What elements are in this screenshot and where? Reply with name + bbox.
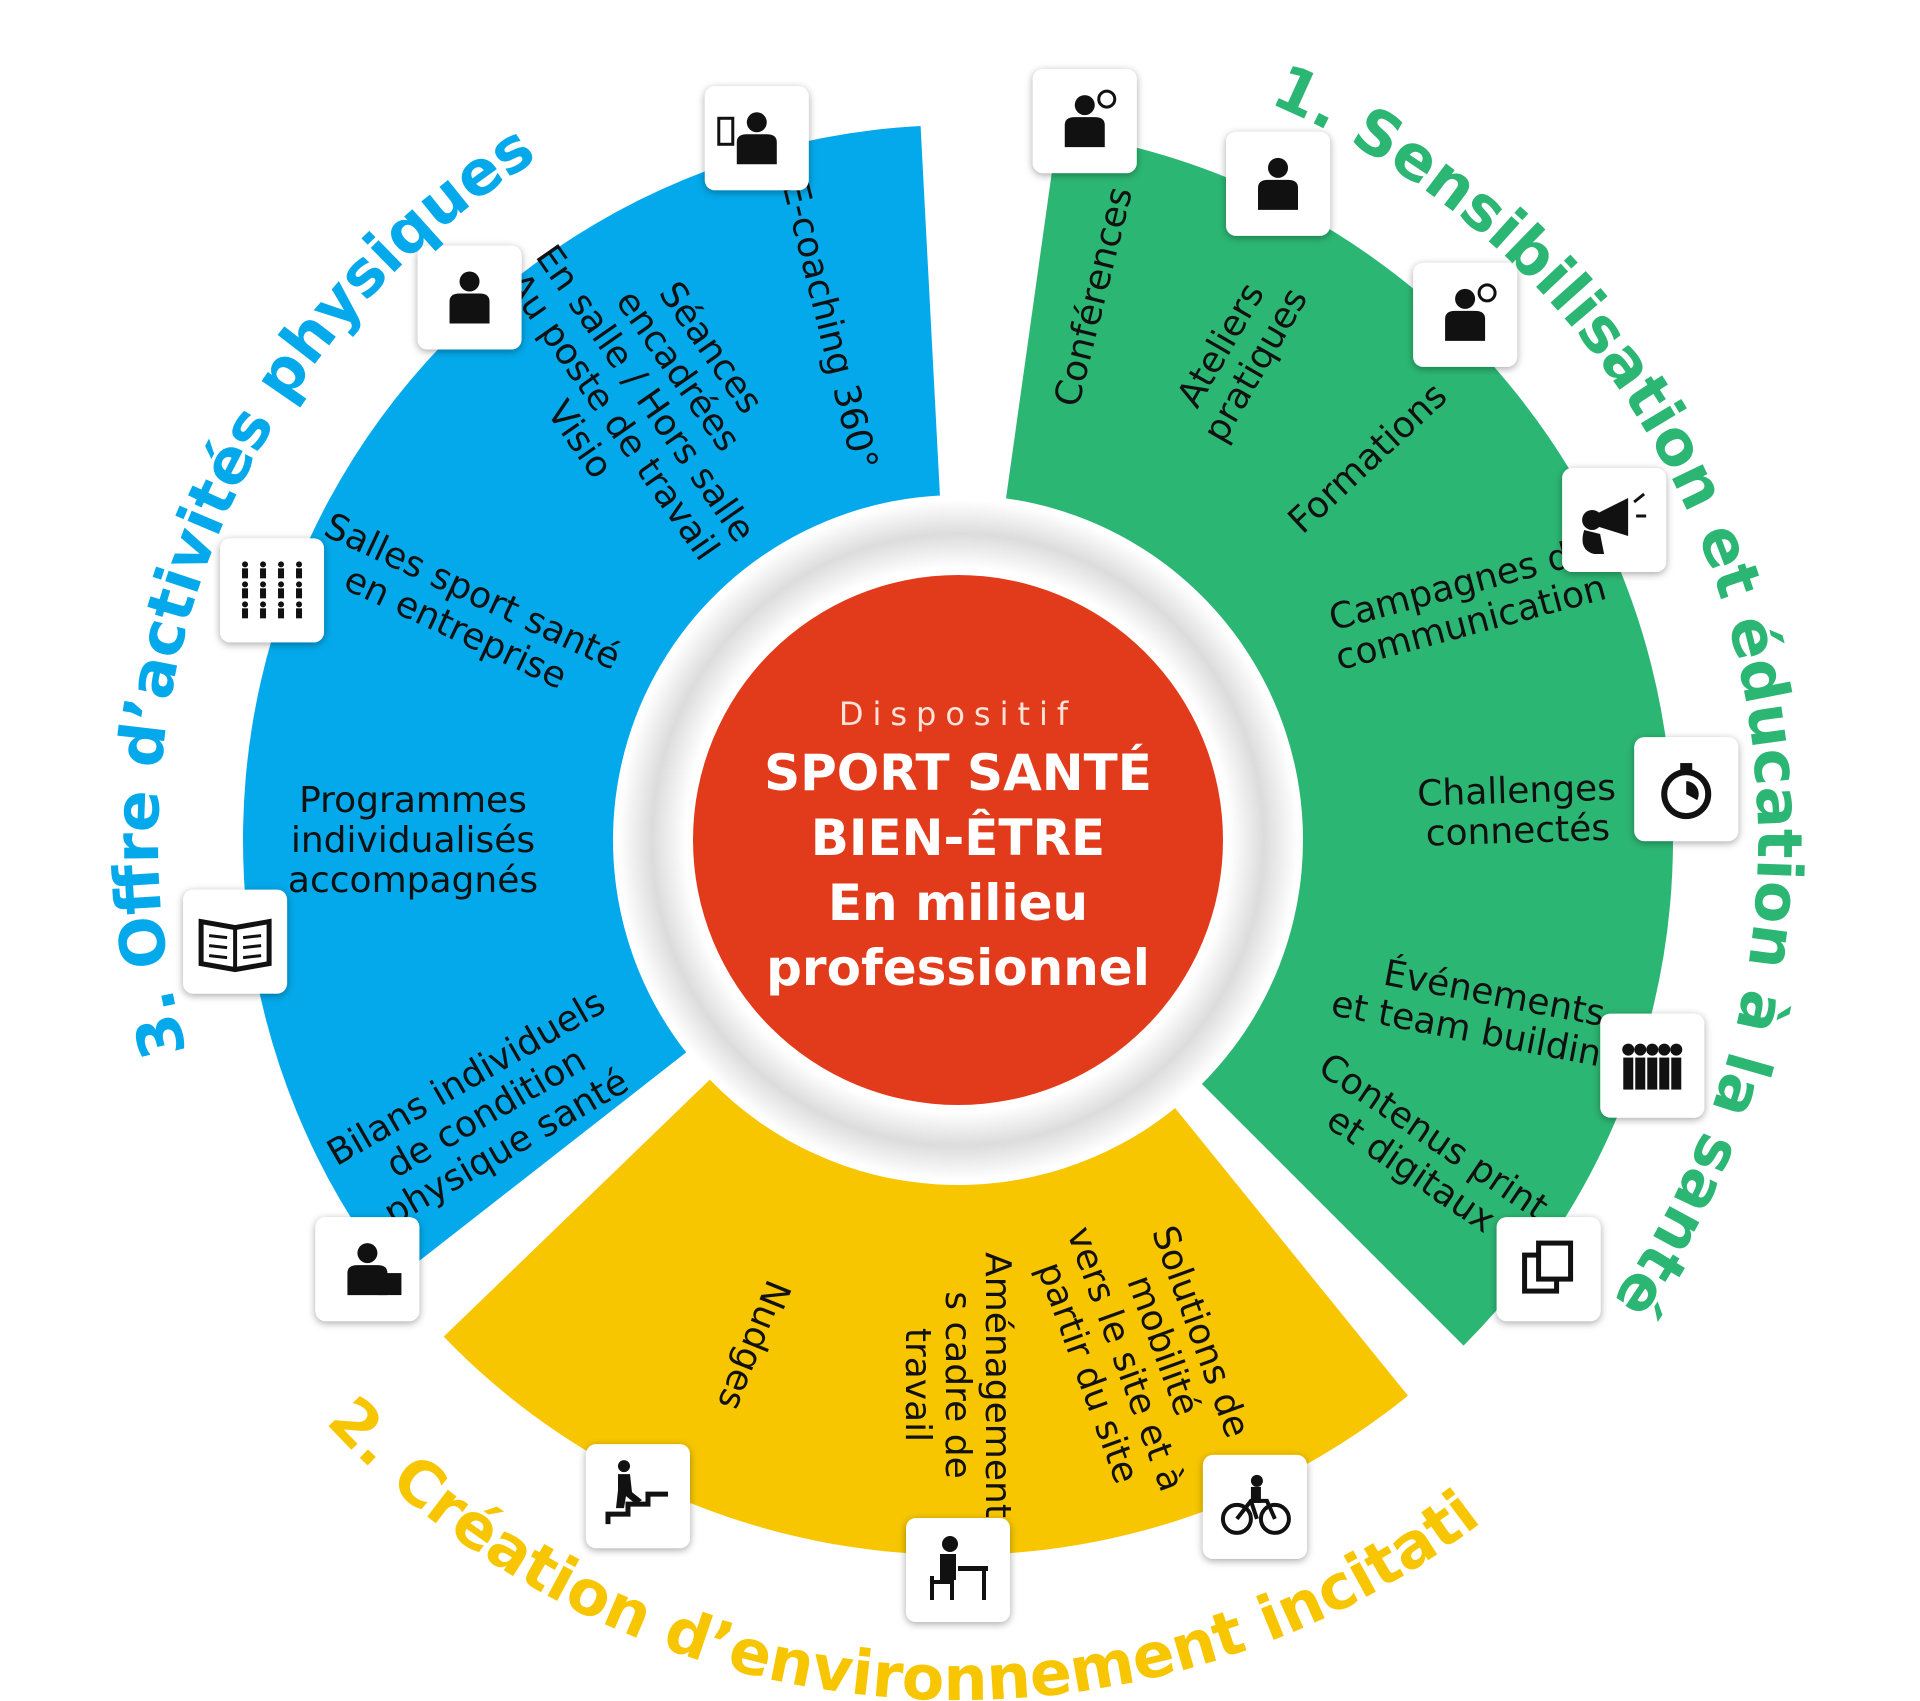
fitness-assessment-icon <box>315 1217 420 1322</box>
center-subtitle: Dispositif <box>839 695 1077 733</box>
bicycle-icon <box>1202 1454 1307 1559</box>
item-label: s cadre de <box>937 1291 978 1479</box>
conference-speaker-icon <box>1032 69 1137 174</box>
program-book-icon <box>183 889 288 994</box>
center-line-3: En milieu <box>828 874 1088 932</box>
e-coaching-icon <box>704 86 809 191</box>
trainer-icon <box>1413 262 1518 367</box>
segment-offre <box>242 125 940 1281</box>
desk-worker-icon <box>906 1518 1010 1622</box>
segment-sensibilisation <box>1006 131 1673 1346</box>
center-line-2: BIEN-ÊTRE <box>811 808 1105 867</box>
workshop-presenter-icon <box>1226 131 1331 236</box>
item-label: Aménagement <box>977 1252 1018 1518</box>
gym-exercises-icon <box>220 538 325 643</box>
center-line-1: SPORT SANTÉ <box>764 743 1152 802</box>
coached-session-icon <box>417 245 522 350</box>
team-group-icon <box>1600 1013 1705 1118</box>
item-label: Challenges <box>1417 768 1617 815</box>
documents-icon <box>1496 1217 1601 1322</box>
center-line-4: professionnel <box>766 939 1150 997</box>
stairs-climbing-icon <box>585 1444 690 1549</box>
center-disc <box>693 575 1223 1105</box>
megaphone-icon <box>1562 467 1667 572</box>
item-label: travail <box>897 1328 938 1442</box>
item-label: Programmes <box>299 780 527 821</box>
segment-environnement <box>443 1079 1408 1555</box>
item-label: accompagnés <box>288 860 538 901</box>
item-label: individualisés <box>291 820 535 861</box>
item-label: connectés <box>1425 808 1611 855</box>
stopwatch-icon <box>1634 737 1739 842</box>
